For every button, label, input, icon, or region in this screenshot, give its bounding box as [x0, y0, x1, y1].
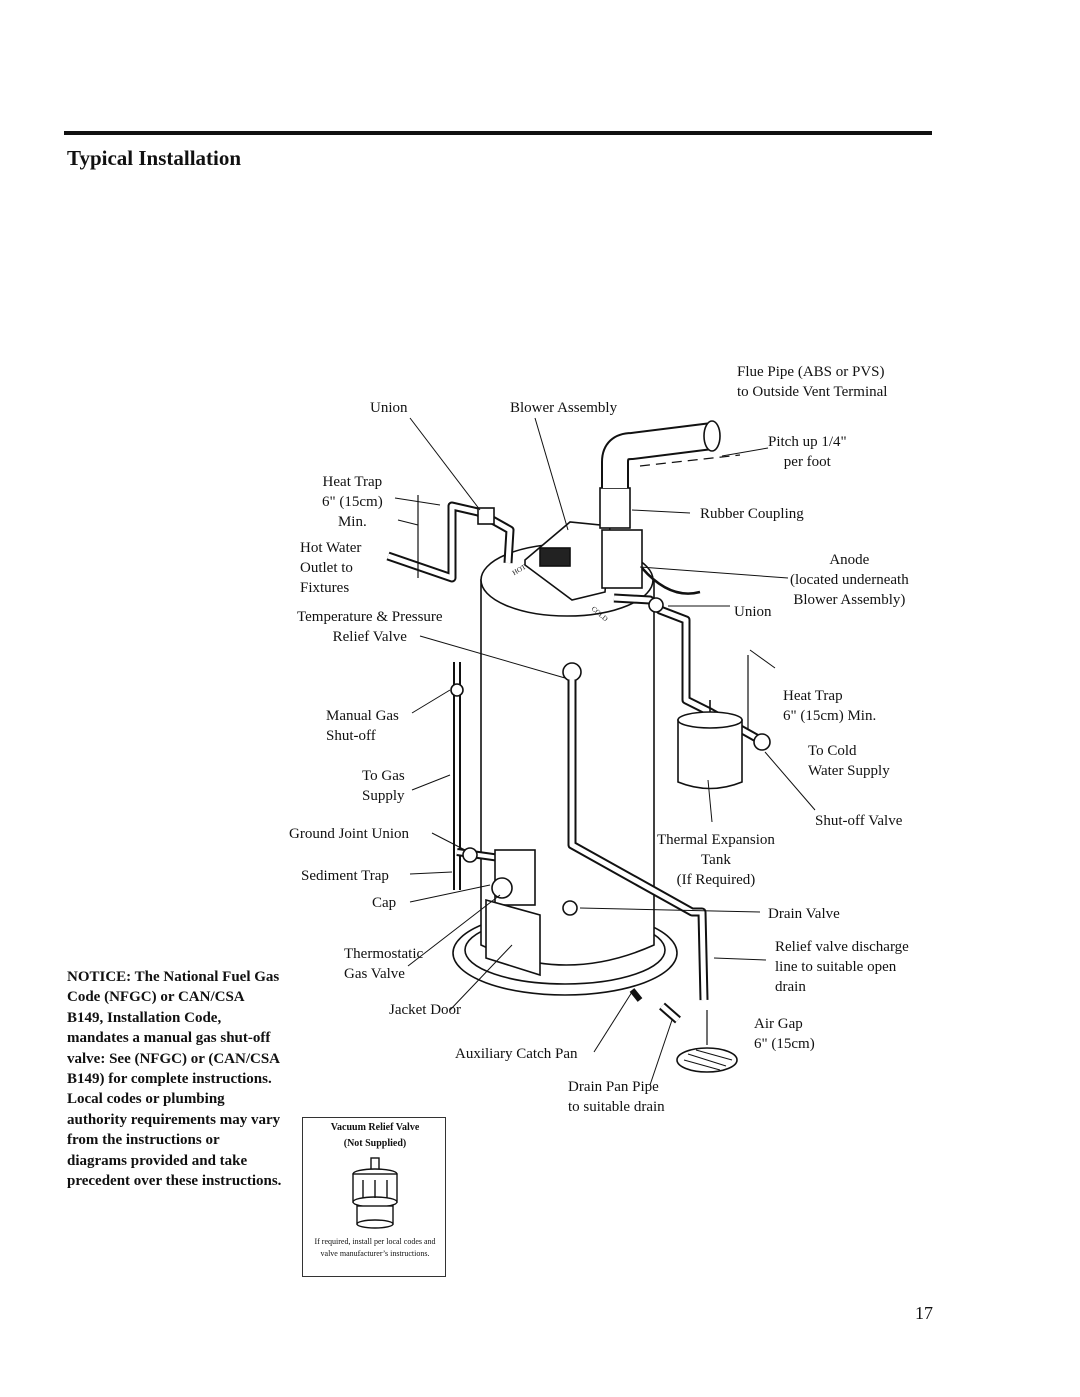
label-blower-assembly: Blower Assembly — [510, 400, 618, 416]
vacuum-box-title: Vacuum Relief Valve — [330, 1122, 420, 1133]
label-thermostatic: Thermostatic Gas Valve — [344, 946, 424, 982]
drain-valve — [562, 900, 578, 916]
label-shutoff-valve: Shut-off Valve — [815, 813, 903, 829]
jacket-door — [485, 898, 541, 977]
label-cap: Cap — [372, 895, 397, 911]
label-heat-trap-right: Heat Trap 6" (15cm) Min. — [783, 688, 877, 724]
drain-pan-pipe — [629, 988, 643, 1002]
label-to-gas: To Gas Supply — [362, 768, 405, 804]
label-sediment-trap: Sediment Trap — [301, 868, 389, 884]
vacuum-relief-box: Vacuum Relief Valve (Not Supplied) If re… — [302, 1117, 446, 1277]
expansion-tank — [677, 719, 743, 790]
label-pitch: Pitch up 1/4" per foot — [768, 434, 847, 470]
label-union-top: Union — [370, 400, 408, 416]
label-drain-pan-pipe: Drain Pan Pipe to suitable drain — [568, 1079, 665, 1115]
label-air-gap: Air Gap 6" (15cm) — [754, 1016, 815, 1052]
notice-text: NOTICE: The National Fuel Gas Code (NFGC… — [67, 969, 282, 1190]
page-number: 17 — [915, 1303, 933, 1323]
label-flue-pipe: Flue Pipe (ABS or PVS) to Outside Vent T… — [737, 364, 888, 400]
label-tp-valve: Temperature & Pressure Relief Valve — [297, 609, 443, 645]
page-title: Typical Installation — [67, 146, 242, 170]
label-hot-water-outlet: Hot Water Outlet to Fixtures — [300, 540, 362, 596]
label-to-cold: To Cold Water Supply — [808, 743, 890, 779]
label-rubber-coupling: Rubber Coupling — [700, 506, 804, 522]
flue-coupling — [599, 487, 631, 529]
label-jacket-door: Jacket Door — [389, 1002, 462, 1018]
header-rule — [64, 131, 932, 135]
label-drain-valve: Drain Valve — [768, 906, 840, 922]
label-anode: Anode (located underneath Blower Assembl… — [790, 552, 909, 608]
label-relief-discharge: Relief valve discharge line to suitable … — [775, 939, 909, 995]
vacuum-box-subtitle: (Not Supplied) — [343, 1138, 407, 1149]
label-aux-catch-pan: Auxiliary Catch Pan — [455, 1046, 578, 1062]
tp-relief-valve — [562, 662, 582, 682]
label-manual-gas: Manual Gas Shut-off — [326, 708, 399, 744]
label-thermal-expansion: Thermal Expansion Tank (If Required) — [657, 832, 775, 888]
vacuum-valve-illustration — [352, 1157, 398, 1229]
label-heat-trap-left: Heat Trap 6" (15cm) Min. — [322, 474, 383, 530]
vacuum-box-note: If required, install per local codes and… — [314, 1237, 436, 1258]
label-ground-joint: Ground Joint Union — [289, 826, 409, 842]
label-union-right: Union — [734, 604, 772, 620]
union-top-fitting — [477, 507, 495, 525]
